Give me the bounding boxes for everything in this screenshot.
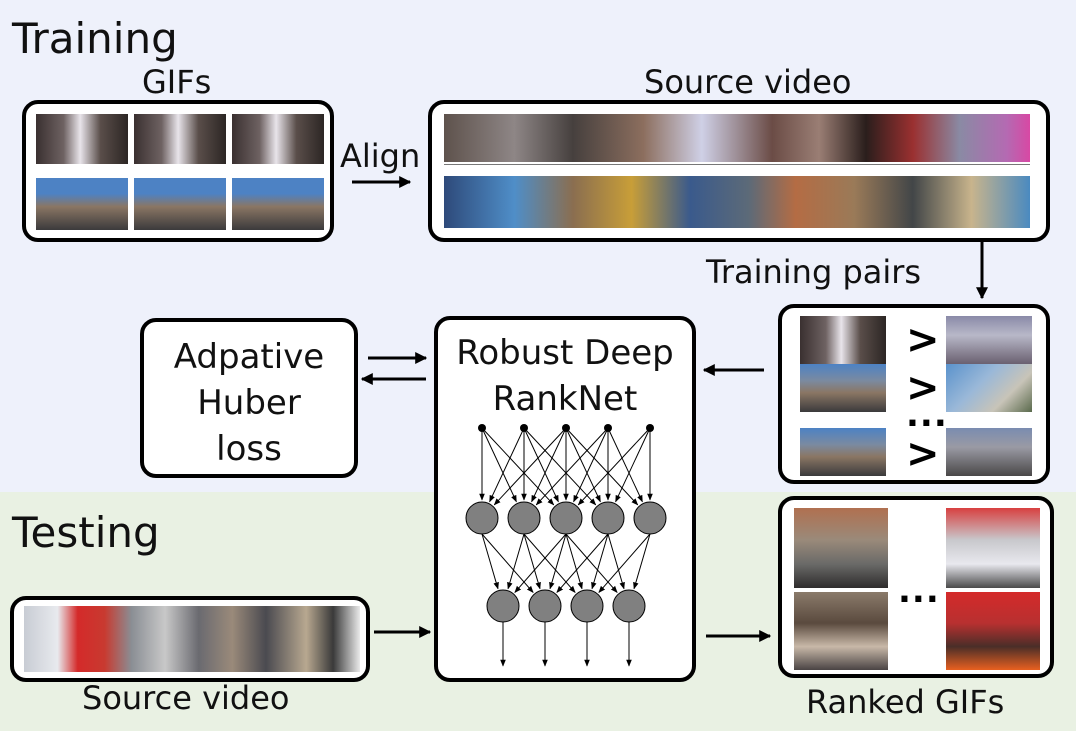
video-frames-strip: [444, 114, 1030, 162]
video-frames-strip: [444, 176, 1030, 228]
gifs-box: [22, 100, 334, 242]
training-title: Training: [12, 14, 178, 63]
testing-title: Testing: [12, 508, 160, 557]
source-video-test-box: [10, 596, 370, 682]
ranked-gif-thumbnail: [794, 592, 888, 670]
ranked-gifs-label: Ranked GIFs: [806, 683, 1005, 721]
gif-thumbnail: [232, 114, 324, 164]
ranknet-box: Robust Deep RankNet: [434, 316, 696, 682]
loss-line-3: loss: [216, 429, 282, 469]
ranknet-line-1: Robust Deep: [456, 333, 674, 373]
ranknet-line-2: RankNet: [492, 379, 638, 419]
gifs-label: GIFs: [142, 63, 212, 101]
pair-thumbnail-lower: [946, 364, 1032, 412]
pair-thumbnail-higher: [800, 364, 886, 412]
ranked-ellipsis: ...: [898, 571, 940, 611]
training-pairs-label: Training pairs: [706, 253, 922, 291]
test-video-strip: [24, 606, 360, 672]
huber-loss-box: Adpative Huber loss: [140, 318, 358, 478]
gif-thumbnail: [134, 178, 226, 230]
ranked-gif-thumbnail: [794, 508, 888, 588]
loss-line-1: Adpative: [173, 337, 325, 377]
pairs-ellipsis: ...: [906, 395, 948, 435]
ranked-gif-thumbnail: [946, 508, 1040, 588]
pair-thumbnail-lower: [946, 428, 1032, 476]
ranked-gif-thumbnail: [946, 592, 1040, 670]
pair-thumbnail-lower: [946, 316, 1032, 364]
source-video-bottom-label: Source video: [82, 679, 290, 717]
gif-thumbnail: [232, 178, 324, 230]
source-video-top-label: Source video: [644, 63, 852, 101]
align-label: Align: [340, 137, 421, 175]
gif-thumbnail: [36, 178, 128, 230]
source-video-box: [428, 100, 1050, 242]
gif-thumbnail: [134, 114, 226, 164]
loss-line-2: Huber: [197, 383, 301, 423]
gif-thumbnail: [36, 114, 128, 164]
pair-thumbnail-higher: [800, 316, 886, 364]
rank-greater-symbol: >: [906, 365, 940, 411]
rank-greater-symbol: >: [906, 317, 940, 363]
training-pairs-box: > > ... >: [778, 304, 1050, 484]
rank-greater-symbol: >: [906, 431, 940, 477]
pair-thumbnail-higher: [800, 428, 886, 476]
strip-divider: [444, 164, 1030, 165]
ranked-gifs-box: ...: [778, 496, 1054, 678]
